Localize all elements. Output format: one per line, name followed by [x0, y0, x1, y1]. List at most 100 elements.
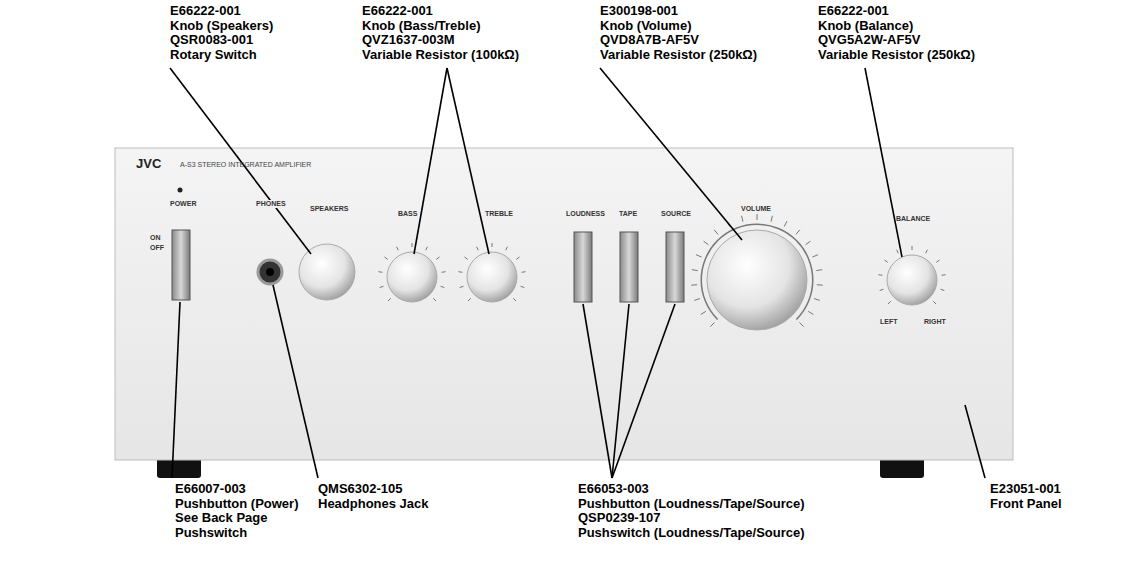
- dial-tick: [812, 255, 818, 257]
- callout-label: E66053-003: [578, 482, 649, 496]
- callout-label: E66222-001: [818, 4, 889, 18]
- treble-knob: [467, 252, 517, 302]
- panel-label: BALANCE: [896, 215, 930, 223]
- panel-label: LOUDNESS: [566, 210, 605, 218]
- dial-tick: [464, 257, 467, 259]
- dials: [378, 214, 945, 327]
- dial-tick: [441, 286, 445, 287]
- panel-label: SPEAKERS: [310, 205, 349, 213]
- callout-label: QSR0083-001: [170, 33, 253, 47]
- callout-label: QMS6302-105: [318, 482, 403, 496]
- panel-label: VOLUME: [741, 205, 771, 213]
- speakers-knob: [299, 244, 355, 300]
- loudness-button: [574, 232, 592, 302]
- dial-tick: [742, 216, 743, 222]
- dial-tick: [878, 274, 882, 276]
- callout-label: Pushswitch (Loudness/Tape/Source): [578, 526, 805, 540]
- dial-tick: [897, 250, 899, 254]
- dial-tick: [696, 255, 702, 257]
- model-name: A-S3 STEREO INTEGRATED AMPLIFIER: [180, 161, 311, 169]
- callout-label: Pushbutton (Power): [175, 497, 299, 511]
- callout-label: QVD8A7B-AF5V: [600, 33, 699, 47]
- dial-tick: [460, 286, 464, 287]
- dial-tick: [513, 298, 516, 301]
- callout-label: Variable Resistor (250kΩ): [600, 48, 757, 62]
- callout-label: See Back Page: [175, 511, 268, 525]
- dial-tick: [380, 286, 384, 287]
- callout-label: Pushbutton (Loudness/Tape/Source): [578, 497, 805, 511]
- dial-tick: [694, 299, 700, 301]
- volume-knob: [707, 230, 807, 330]
- dial-tick: [799, 322, 803, 326]
- callout-label: Pushswitch: [175, 526, 247, 540]
- dial-tick: [384, 257, 387, 259]
- dial-tick: [468, 298, 471, 301]
- panel-label: SOURCE: [661, 210, 691, 218]
- dial-tick: [433, 298, 436, 301]
- dial-tick: [880, 289, 884, 290]
- dial-tick: [701, 311, 706, 314]
- callout-label: E23051-001: [990, 482, 1061, 496]
- panel-label: ON: [150, 234, 161, 242]
- panel-label: POWER: [170, 200, 196, 208]
- dial-tick: [522, 271, 526, 273]
- callout-label: Knob (Speakers): [170, 19, 273, 33]
- dial-tick: [884, 260, 887, 262]
- dial-tick: [771, 216, 772, 222]
- callout-label: E66007-003: [175, 482, 246, 496]
- panel-label: LEFT: [880, 318, 898, 326]
- dial-tick: [436, 257, 439, 259]
- dial-tick: [412, 243, 413, 247]
- dial-tick: [426, 247, 428, 251]
- dial-tick: [933, 301, 936, 304]
- dial-tick: [926, 250, 928, 254]
- callout-label: E300198-001: [600, 4, 678, 18]
- callout-label: Headphones Jack: [318, 497, 429, 511]
- dial-tick: [506, 247, 508, 251]
- dial-tick: [941, 289, 945, 290]
- brand-logo: JVC: [136, 157, 161, 171]
- dial-tick: [757, 214, 758, 220]
- source-button: [666, 232, 684, 302]
- dial-tick: [458, 271, 462, 273]
- panel-label: RIGHT: [924, 318, 946, 326]
- dial-tick: [704, 241, 709, 245]
- dial-tick: [816, 269, 822, 271]
- dial-tick: [691, 284, 697, 285]
- dial-tick: [692, 269, 698, 271]
- dial-tick: [942, 274, 946, 276]
- callout-label: Variable Resistor (100kΩ): [362, 48, 519, 62]
- dial-tick: [796, 230, 800, 235]
- power-button: [172, 230, 190, 300]
- phones-jack: [258, 260, 282, 284]
- dial-tick: [492, 243, 493, 247]
- dial-tick: [442, 271, 446, 273]
- dial-tick: [714, 230, 718, 235]
- dial-tick: [784, 221, 787, 226]
- dial-tick: [477, 247, 479, 251]
- panel-label: TREBLE: [485, 210, 513, 218]
- dial-tick: [817, 284, 823, 285]
- callout-label: Knob (Volume): [600, 19, 691, 33]
- power-led: [178, 188, 183, 193]
- dial-tick: [936, 260, 939, 262]
- callout-label: Variable Resistor (250kΩ): [818, 48, 975, 62]
- dial-tick: [888, 301, 891, 304]
- dial-tick: [516, 257, 519, 259]
- callout-label: Knob (Balance): [818, 19, 913, 33]
- callout-label: QVZ1637-003M: [362, 33, 455, 47]
- panel-label: OFF: [150, 244, 164, 252]
- dial-tick: [378, 271, 382, 273]
- dial-tick: [808, 311, 813, 314]
- balance-knob: [887, 255, 937, 305]
- dial-tick: [521, 286, 525, 287]
- front-panel: [115, 148, 1013, 460]
- dial-tick: [806, 241, 811, 245]
- dial-tick: [397, 247, 399, 251]
- dial-tick: [388, 298, 391, 301]
- panel-label: TAPE: [619, 210, 637, 218]
- callout-label: E66222-001: [362, 4, 433, 18]
- callout-label: Knob (Bass/Treble): [362, 19, 480, 33]
